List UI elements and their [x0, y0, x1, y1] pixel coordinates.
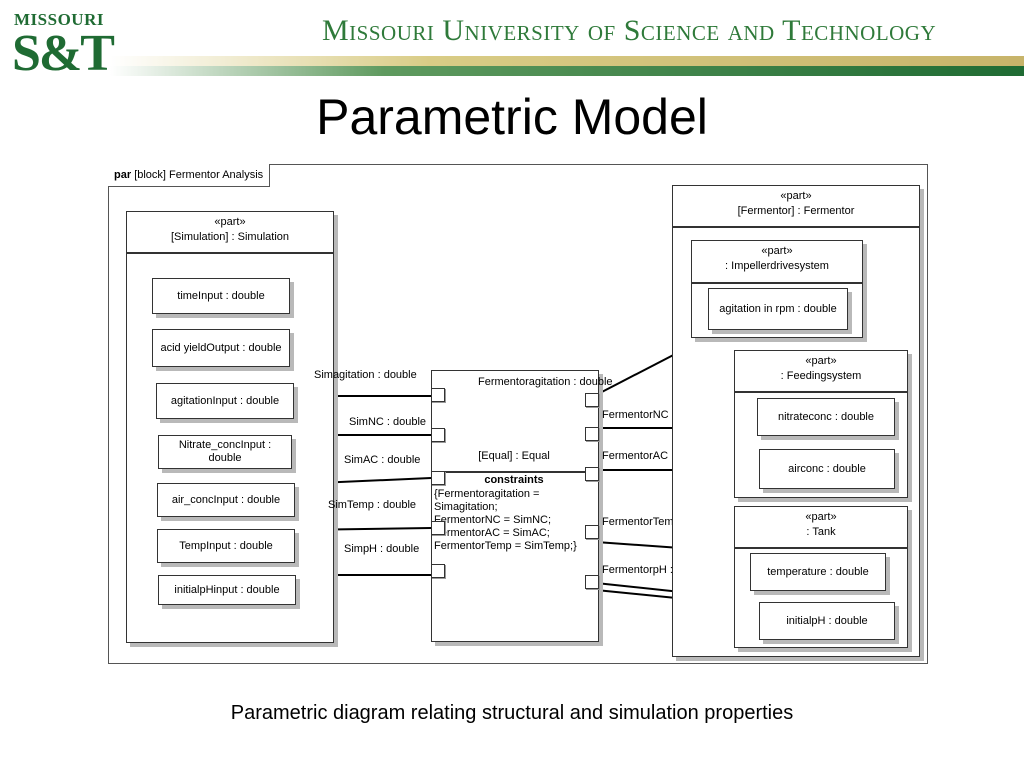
prop-nitrate-conc-input: Nitrate_concInput : double: [158, 435, 292, 469]
prop-temp-input: TempInput : double: [157, 529, 295, 563]
feeding-stereotype: «part»: [805, 355, 837, 367]
constraints-text: {Fermentoragitation = Simagitation; Ferm…: [434, 488, 577, 552]
header-band-gold: [110, 56, 1024, 66]
logo-missouri-text: MISSOURI: [14, 10, 104, 29]
frame-tab: par [block] Fermentor Analysis: [108, 164, 271, 187]
label-simnc: SimNC : double: [349, 416, 427, 428]
prop-air-conc-input: air_concInput : double: [157, 483, 295, 517]
port-simac: [431, 471, 445, 485]
prop-initial-ph-input: initialpHinput : double: [158, 575, 296, 605]
port-fermentortemp: [585, 525, 599, 539]
label-simac: SimAC : double: [344, 454, 421, 466]
constraint-divider: [431, 471, 599, 473]
frame-label: [block] Fermentor Analysis: [134, 169, 264, 181]
prop-agitation-input: agitationInput : double: [156, 383, 294, 419]
constraints-compartment-title: constraints: [484, 474, 544, 486]
fermentor-name: [Fermentor] : Fermentor: [737, 205, 855, 217]
header-band-green: [110, 66, 1024, 76]
tank-part-header: «part» : Tank: [735, 507, 907, 549]
port-simagitation: [431, 388, 445, 402]
prop-agitation-rpm: agitation in rpm : double: [708, 288, 848, 330]
port-fermentorph: [585, 575, 599, 589]
prop-temperature: temperature : double: [750, 553, 886, 591]
slide-caption: Parametric diagram relating structural a…: [230, 702, 794, 724]
frame-keyword: par: [114, 169, 132, 181]
port-fermentorac: [585, 467, 599, 481]
logo-st: S&T: [12, 25, 115, 82]
prop-initialph: initialpH : double: [759, 602, 895, 640]
port-simnc: [431, 428, 445, 442]
label-fermentoragitation: Fermentoragitation : double: [478, 376, 613, 388]
tank-name: : Tank: [806, 526, 836, 538]
port-fermentoragitation: [585, 393, 599, 407]
tank-stereotype: «part»: [805, 511, 837, 523]
slide-title: Parametric Model: [316, 89, 708, 145]
fermentor-stereotype: «part»: [780, 190, 812, 202]
simulation-stereotype: «part»: [214, 216, 246, 228]
label-simtemp: SimTemp : double: [328, 499, 417, 511]
university-name: Missouri University of Science and Techn…: [322, 14, 937, 47]
feeding-part-header: «part» : Feedingsystem: [735, 351, 907, 393]
prop-acid-yield-output: acid yieldOutput : double: [152, 329, 290, 367]
prop-time-input: timeInput : double: [152, 278, 290, 314]
label-simph: SimpH : double: [344, 543, 420, 555]
constraint-block: [431, 370, 599, 642]
prop-airconc: airconc : double: [759, 449, 895, 489]
constraint-block-name: [Equal] : Equal: [478, 450, 550, 462]
port-fermentornc: [585, 427, 599, 441]
simulation-name: [Simulation] : Simulation: [171, 231, 289, 243]
port-simph: [431, 564, 445, 578]
simulation-part-header: «part» [Simulation] : Simulation: [127, 212, 333, 254]
impeller-stereotype: «part»: [761, 245, 793, 257]
feeding-name: : Feedingsystem: [780, 370, 862, 382]
impeller-name: : Impellerdrivesystem: [725, 260, 829, 272]
port-simtemp: [431, 521, 445, 535]
fermentor-part-header: «part» [Fermentor] : Fermentor: [673, 186, 919, 228]
prop-nitrateconc: nitrateconc : double: [757, 398, 895, 436]
impeller-part-header: «part» : Impellerdrivesystem: [692, 241, 862, 284]
label-simagitation: Simagitation : double: [314, 369, 417, 381]
